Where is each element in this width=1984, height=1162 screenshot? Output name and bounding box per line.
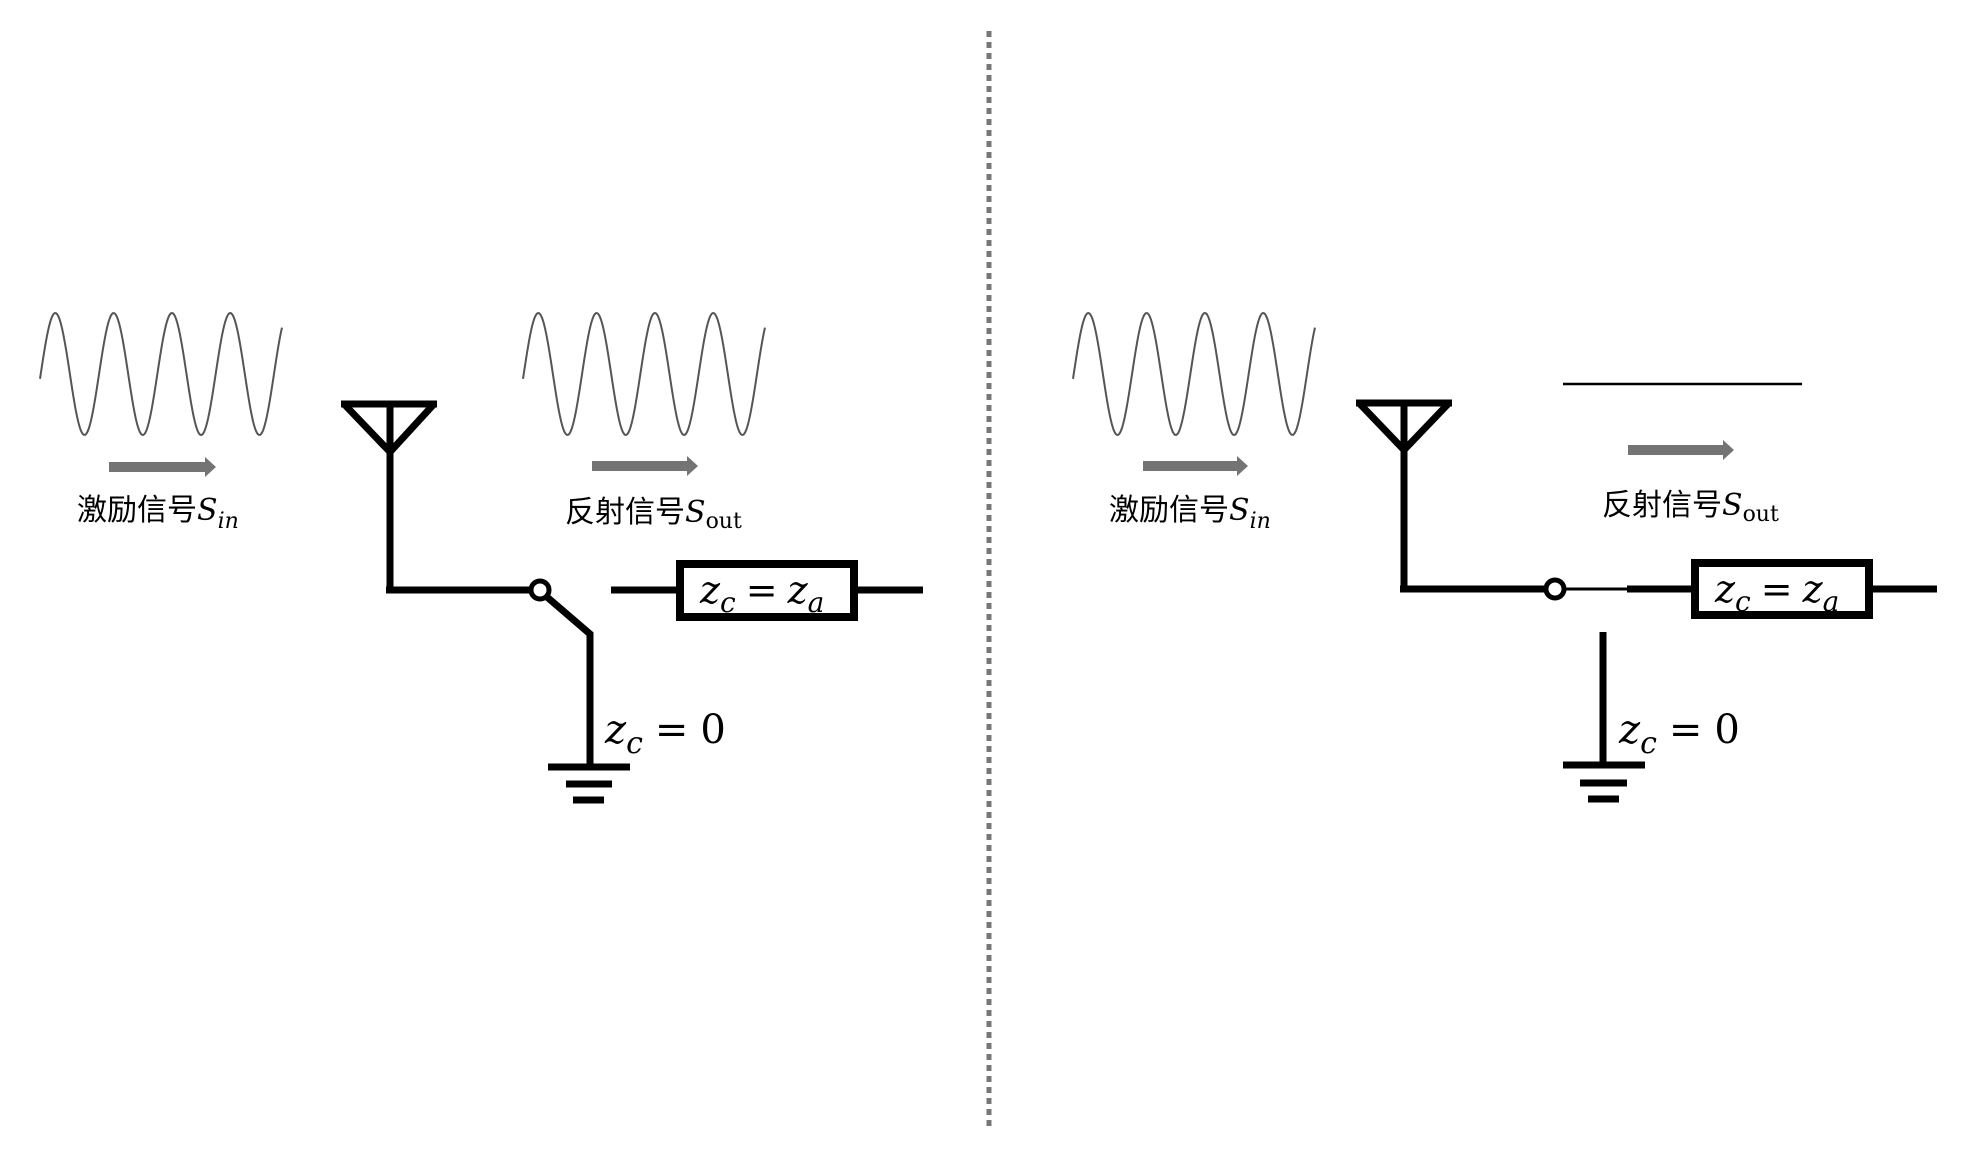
reflected-arrow-icon — [1628, 440, 1734, 460]
incident-arrow-icon — [1143, 456, 1248, 476]
incident-arrow-icon — [109, 457, 216, 477]
antenna-icon — [341, 400, 437, 590]
ground-icon — [1563, 761, 1645, 803]
switch-pivot — [1543, 577, 1567, 601]
reflected-wave — [522, 311, 766, 437]
ground-impedance-label: zc=0 — [604, 707, 726, 761]
incident-wave — [39, 311, 283, 437]
matched-load-box — [676, 560, 858, 621]
load-impedance-label: zc=za — [699, 568, 824, 619]
ground-icon — [548, 763, 630, 804]
right-panel: 激励信号Sin 反射信号Sout zc=za zc=0 — [1072, 311, 1937, 803]
incident-signal-label: 激励信号Sin — [1109, 493, 1271, 534]
reflected-signal-label: 反射信号Sout — [565, 495, 742, 534]
ground-impedance-label: zc=0 — [1618, 707, 1740, 761]
switch-pivot — [528, 578, 552, 602]
switch-lever — [544, 594, 594, 767]
antenna-icon — [1356, 399, 1452, 589]
reflected-arrow-icon — [592, 456, 698, 476]
left-panel: 激励信号Sin 反射信号Sout zc=0 zc=za — [39, 311, 923, 804]
reflected-signal-label: 反射信号Sout — [1602, 488, 1779, 527]
load-impedance-label: zc=za — [1714, 567, 1839, 618]
incident-wave — [1072, 311, 1316, 437]
incident-signal-label: 激励信号Sin — [77, 493, 239, 534]
matched-load-box — [1691, 559, 1873, 619]
